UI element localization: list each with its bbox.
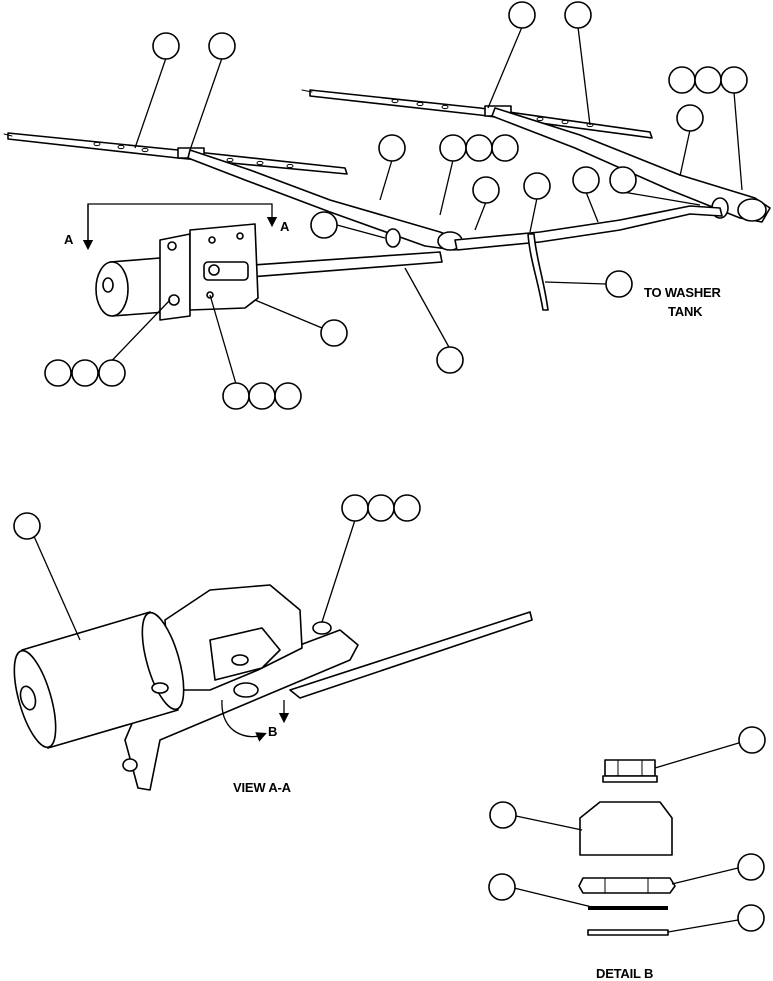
callout-bubble bbox=[605, 270, 633, 298]
detail-b-label: DETAIL B bbox=[596, 966, 653, 981]
wiper-motor bbox=[95, 223, 259, 321]
callout-bubble bbox=[508, 1, 536, 29]
callout-bubble bbox=[472, 176, 500, 204]
callout-bubble bbox=[439, 134, 467, 162]
callout-bubble bbox=[320, 319, 348, 347]
right-wiper-blade bbox=[301, 89, 653, 139]
cap bbox=[579, 801, 673, 856]
callout-bubble bbox=[152, 32, 180, 60]
callout-bubble bbox=[465, 134, 493, 162]
callout-bubble bbox=[694, 66, 722, 94]
top-leaders bbox=[99, 26, 743, 385]
callout-bubble bbox=[720, 66, 748, 94]
callout-bubble bbox=[310, 211, 338, 239]
callout-bubble bbox=[572, 166, 600, 194]
linkage-rods bbox=[209, 205, 723, 281]
callout-bubble bbox=[737, 853, 765, 881]
callout-bubble bbox=[676, 104, 704, 132]
callout-bubble bbox=[367, 494, 395, 522]
callout-bubble bbox=[222, 382, 250, 410]
to-washer-tank-label-2: TANK bbox=[668, 304, 703, 319]
callout-bubble bbox=[436, 346, 464, 374]
callout-bubble bbox=[393, 494, 421, 522]
washer-hose bbox=[527, 233, 549, 311]
callout-bubble bbox=[737, 904, 765, 932]
flat-washer bbox=[587, 929, 669, 936]
view-a-a-label: VIEW A-A bbox=[233, 780, 292, 795]
callout-bubble bbox=[668, 66, 696, 94]
section-label-right: A bbox=[280, 219, 290, 234]
callout-bubble bbox=[609, 166, 637, 194]
right-wiper-arm bbox=[491, 107, 771, 223]
section-marker: A A bbox=[64, 203, 290, 251]
left-wiper-arm bbox=[187, 149, 463, 251]
callout-bubble bbox=[378, 134, 406, 162]
callout-bubble bbox=[488, 873, 516, 901]
top-assembly: A A TO WASHER TANK bbox=[3, 1, 771, 410]
top-callouts bbox=[44, 1, 748, 410]
callout-bubble bbox=[564, 1, 592, 29]
to-washer-tank-label: TO WASHER bbox=[644, 285, 722, 300]
view-a-a: B VIEW A-A bbox=[13, 494, 533, 795]
left-wiper-blade bbox=[3, 132, 348, 175]
callout-bubble bbox=[44, 359, 72, 387]
callout-bubble bbox=[341, 494, 369, 522]
callout-bubble bbox=[489, 801, 517, 829]
callout-bubble bbox=[523, 172, 551, 200]
section-label-left: A bbox=[64, 232, 74, 247]
callout-bubble bbox=[13, 512, 41, 540]
detail-b: DETAIL B bbox=[488, 726, 766, 981]
callout-bubble bbox=[71, 359, 99, 387]
callout-bubble bbox=[491, 134, 519, 162]
callout-bubble bbox=[274, 382, 302, 410]
flange-nut bbox=[602, 759, 658, 783]
callout-bubble bbox=[248, 382, 276, 410]
callout-bubble bbox=[208, 32, 236, 60]
lock-washer bbox=[588, 906, 668, 910]
rotation-mark-label: B bbox=[268, 724, 277, 739]
callout-bubble bbox=[738, 726, 766, 754]
nut bbox=[578, 877, 676, 894]
callout-bubble bbox=[98, 359, 126, 387]
